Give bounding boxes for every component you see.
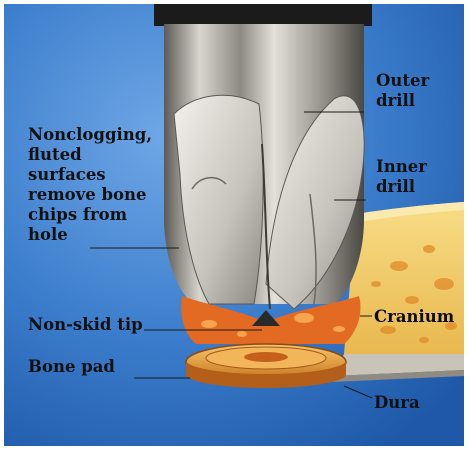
bone-pad-hole xyxy=(244,352,288,362)
label-dura: Dura xyxy=(374,393,420,412)
label-bone-pad: Bone pad xyxy=(28,357,115,376)
label-inner-drill-line2: drill xyxy=(376,177,415,196)
label-nonclogging-line2: fluted xyxy=(28,145,82,164)
label-nonclogging-line1: Nonclogging, xyxy=(28,125,152,144)
label-inner-drill-line1: Inner xyxy=(376,157,427,176)
label-nonclogging-line4: remove bone xyxy=(28,185,147,204)
label-non-skid-tip: Non-skid tip xyxy=(28,315,143,334)
label-outer-drill-line2: drill xyxy=(376,91,415,110)
label-nonclogging-line5: chips from xyxy=(28,205,128,224)
diagram-canvas: Outer drill Inner drill Nonclogging, flu… xyxy=(4,4,464,446)
label-cranium: Cranium xyxy=(374,307,455,326)
label-nonclogging-line3: surfaces xyxy=(28,165,106,184)
label-outer-drill-line1: Outer xyxy=(376,71,429,90)
drill-cap xyxy=(154,4,372,26)
label-nonclogging-line6: hole xyxy=(28,225,68,244)
drill-diagram: Outer drill Inner drill Nonclogging, flu… xyxy=(4,4,464,446)
